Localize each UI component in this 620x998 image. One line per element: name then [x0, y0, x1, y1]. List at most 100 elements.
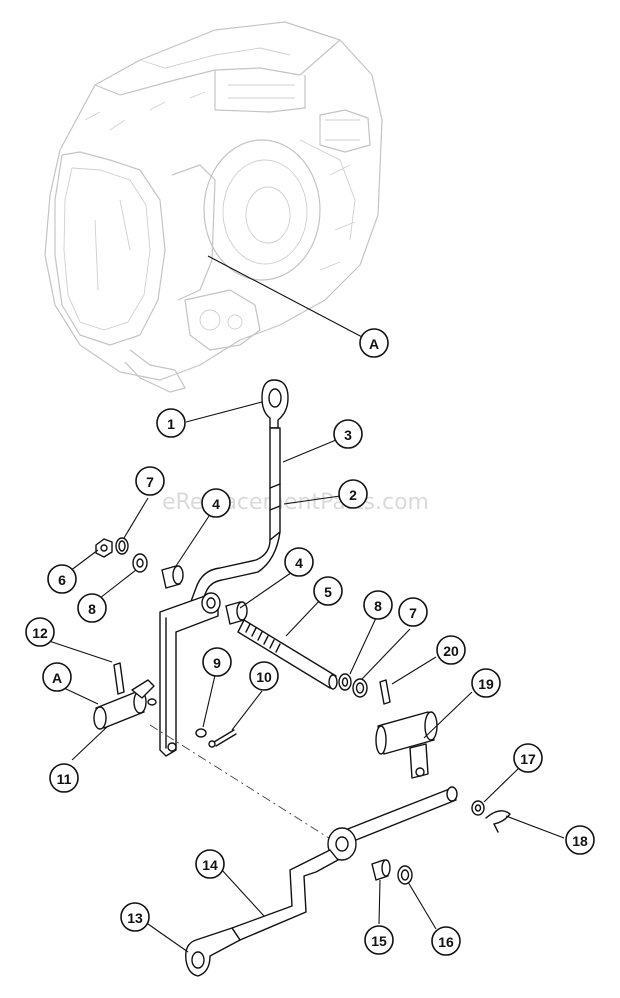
- rod-end-eye: [261, 379, 289, 429]
- callout-circle: [338, 479, 368, 509]
- callout-12: 12: [25, 617, 55, 647]
- roll-pin-right: [379, 679, 391, 705]
- callout-circle: [47, 564, 77, 594]
- callout-label: 10: [256, 669, 272, 685]
- callout-label: 14: [202, 857, 218, 873]
- callout-label: 12: [32, 625, 48, 641]
- callout-label: 17: [520, 751, 536, 767]
- lever-sleeve: [93, 679, 157, 730]
- callout-label: 18: [572, 833, 588, 849]
- shift-arm: [159, 592, 221, 757]
- callout-18: 18: [565, 825, 595, 855]
- callout-17: 17: [513, 743, 543, 773]
- callout-circle: [249, 661, 279, 691]
- rod-end-13: [185, 927, 241, 977]
- callout-4-lower: 4: [284, 547, 314, 577]
- callout-leaders: [48, 255, 565, 953]
- callout-label: 11: [57, 771, 72, 787]
- snap-ring-right: [352, 678, 368, 698]
- callout-label: 4: [212, 496, 220, 512]
- callout-label: 4: [295, 555, 303, 571]
- callout-A-shaft: A: [42, 662, 72, 692]
- callout-circle: [195, 849, 225, 879]
- callout-circle: [77, 593, 107, 623]
- washer-17: [471, 800, 485, 816]
- cotter-pin: [208, 729, 237, 748]
- callout-label: 6: [58, 572, 66, 588]
- callout-5: 5: [313, 576, 343, 606]
- callout-1: 1: [156, 408, 186, 438]
- callout-label: 1: [167, 416, 175, 432]
- callout-label: 5: [324, 584, 332, 600]
- bushing-upper: [161, 565, 184, 589]
- callout-7-right: 7: [398, 597, 428, 627]
- callout-label: 7: [409, 605, 417, 621]
- callout-circle: [431, 926, 461, 956]
- callout-circle: [398, 597, 428, 627]
- callout-label: 2: [349, 487, 357, 503]
- washer-left: [132, 553, 148, 573]
- callout-label: 7: [146, 474, 154, 490]
- callout-circle: [333, 419, 363, 449]
- callout-circle: [513, 743, 543, 773]
- callout-circle: [363, 590, 393, 620]
- callout-20: 20: [436, 635, 466, 665]
- snap-ring-16: [397, 865, 413, 885]
- callout-6: 6: [47, 564, 77, 594]
- callout-label: 9: [213, 655, 221, 671]
- cross-shaft: [237, 619, 338, 690]
- callout-circle: [135, 466, 165, 496]
- callout-label: 20: [443, 643, 459, 659]
- callout-circle: [565, 825, 595, 855]
- linkage-parts: [93, 379, 511, 977]
- callout-circle: [471, 668, 501, 698]
- callout-9: 9: [202, 647, 232, 677]
- sleeve-arm: [375, 711, 438, 779]
- callout-4-upper: 4: [201, 488, 231, 518]
- callout-label: 16: [438, 934, 454, 950]
- callout-circle: [201, 488, 231, 518]
- callout-circle: [42, 662, 72, 692]
- callout-19: 19: [471, 668, 501, 698]
- callout-2: 2: [338, 479, 368, 509]
- callout-circle: [25, 617, 55, 647]
- callout-7-left: 7: [135, 466, 165, 496]
- callout-8-right: 8: [363, 590, 393, 620]
- callout-14: 14: [195, 849, 225, 879]
- callout-label: A: [52, 670, 62, 686]
- callout-circle: [284, 547, 314, 577]
- snap-ring-left: [115, 537, 129, 555]
- callout-circle: [313, 576, 343, 606]
- callout-13: 13: [120, 902, 150, 932]
- callout-11: 11: [49, 763, 79, 793]
- roll-pin-left: [113, 662, 125, 695]
- callout-label: 8: [88, 601, 96, 617]
- callout-label: 8: [374, 598, 382, 614]
- hairpin-clip-18: [485, 810, 511, 833]
- callout-8-left: 8: [77, 593, 107, 623]
- callout-circle: [364, 925, 394, 955]
- callout-circle: [156, 408, 186, 438]
- callout-16: 16: [431, 926, 461, 956]
- callout-circle: [436, 635, 466, 665]
- transmission-housing: [44, 21, 383, 393]
- control-link: [231, 849, 339, 941]
- nut-left: [95, 538, 113, 558]
- callout-label: 13: [127, 910, 143, 926]
- shift-rod: [189, 427, 281, 607]
- callout-label: 19: [478, 676, 494, 692]
- callout-15: 15: [364, 925, 394, 955]
- alignment-centerline: [149, 724, 341, 846]
- clevis-pin: [195, 728, 207, 738]
- lower-lever: [327, 786, 458, 861]
- bushing-15: [371, 859, 391, 881]
- callout-10: 10: [249, 661, 279, 691]
- callout-label: 15: [371, 933, 387, 949]
- callout-A-housing: A: [359, 328, 389, 358]
- bushing-lower: [225, 601, 248, 625]
- callout-label: A: [369, 336, 379, 352]
- callout-circle: [359, 328, 389, 358]
- callout-label: 3: [344, 427, 352, 443]
